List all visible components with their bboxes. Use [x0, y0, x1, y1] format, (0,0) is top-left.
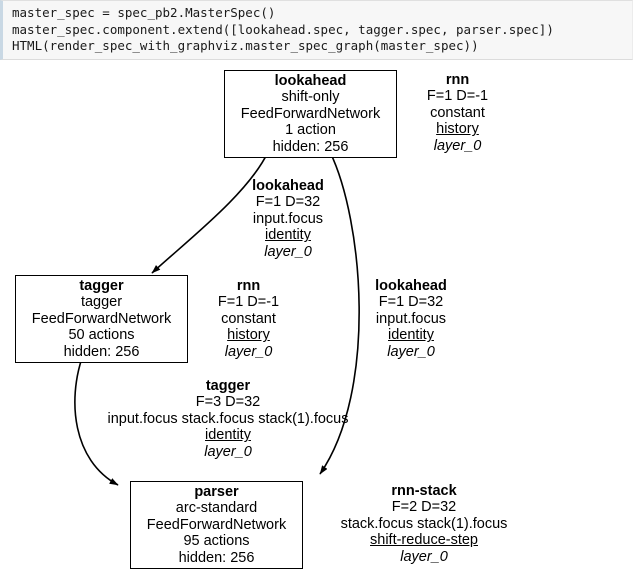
code-line-2: master_spec.component.extend([lookahead.…	[12, 21, 554, 37]
edge-label-transform: identity	[205, 427, 251, 444]
node-tagger-actions: 50 actions	[68, 327, 135, 344]
node-tagger-network: FeedForwardNetwork	[31, 310, 172, 327]
edge-label-dims: F=1 D=-1	[217, 294, 280, 311]
edge-label-transform: shift-reduce-step	[370, 532, 478, 549]
edge-label-name: rnn	[236, 277, 261, 294]
node-lookahead-network: FeedForwardNetwork	[240, 105, 381, 122]
edge-label-parser-self: rnn-stack F=2 D=32 stack.focus stack(1).…	[318, 483, 530, 566]
node-parser[interactable]: parser arc-standard FeedForwardNetwork 9…	[130, 480, 303, 569]
node-lookahead-transition: shift-only	[281, 89, 340, 106]
node-tagger-name: tagger	[79, 277, 124, 294]
edge-label-name: rnn-stack	[391, 482, 457, 499]
edge-label-source: input.focus	[375, 310, 447, 327]
edge-label-tagger-self: rnn F=1 D=-1 constant history layer_0	[196, 278, 301, 361]
edge-label-lookahead-to-tagger: lookahead F=1 D=32 input.focus identity …	[232, 178, 344, 261]
edge-label-dims: F=1 D=32	[255, 194, 321, 211]
code-line-1: master_spec = spec_pb2.MasterSpec()	[12, 5, 276, 20]
node-parser-actions: 95 actions	[183, 533, 250, 550]
edge-label-transform: identity	[388, 327, 434, 344]
edge-label-layer: layer_0	[387, 343, 435, 360]
edge-label-source: input.focus	[252, 210, 324, 227]
edge-label-transform: identity	[265, 227, 311, 244]
edge-label-lookahead-to-parser: lookahead F=1 D=32 input.focus identity …	[355, 278, 467, 361]
edge-label-source: constant	[221, 310, 276, 327]
edge-label-layer: layer_0	[433, 137, 482, 154]
edge-label-layer: layer_0	[224, 343, 273, 360]
edge-label-transform: history	[436, 121, 479, 138]
edge-label-dims: F=1 D=32	[378, 294, 444, 311]
edge-label-dims: F=3 D=32	[195, 394, 261, 411]
code-cell: master_spec = spec_pb2.MasterSpec() mast…	[0, 0, 633, 60]
edge-label-source: constant	[430, 104, 485, 121]
edge-label-name: lookahead	[252, 177, 324, 194]
edge-label-layer: layer_0	[204, 443, 252, 460]
node-tagger[interactable]: tagger tagger FeedForwardNetwork 50 acti…	[15, 274, 188, 363]
node-lookahead-actions: 1 action	[285, 122, 336, 139]
node-parser-hidden: hidden: 256	[178, 549, 255, 566]
edge-label-name: tagger	[205, 377, 251, 394]
master-spec-graph: lookahead shift-only FeedForwardNetwork …	[0, 60, 633, 580]
edge-label-lookahead-self: rnn F=1 D=-1 constant history layer_0	[405, 72, 510, 155]
node-lookahead[interactable]: lookahead shift-only FeedForwardNetwork …	[224, 69, 397, 158]
edge-label-layer: layer_0	[264, 243, 312, 260]
edge-label-name: rnn	[445, 71, 470, 88]
node-parser-network: FeedForwardNetwork	[146, 516, 287, 533]
edge-label-dims: F=1 D=-1	[426, 88, 489, 105]
edge-label-tagger-to-parser: tagger F=3 D=32 input.focus stack.focus …	[78, 378, 378, 461]
edge-label-name: lookahead	[375, 277, 447, 294]
edge-label-transform: history	[227, 327, 270, 344]
node-parser-name: parser	[194, 483, 239, 500]
edge-label-layer: layer_0	[400, 548, 448, 565]
edge-label-source: stack.focus stack(1).focus	[340, 515, 508, 532]
code-line-3: HTML(render_spec_with_graphviz.master_sp…	[12, 38, 479, 53]
node-tagger-transition: tagger	[80, 294, 123, 311]
node-tagger-hidden: hidden: 256	[63, 343, 140, 360]
node-parser-transition: arc-standard	[175, 500, 258, 517]
node-lookahead-name: lookahead	[274, 72, 347, 89]
edge-label-dims: F=2 D=32	[391, 499, 457, 516]
edge-label-source: input.focus stack.focus stack(1).focus	[107, 410, 349, 427]
node-lookahead-hidden: hidden: 256	[272, 138, 349, 155]
